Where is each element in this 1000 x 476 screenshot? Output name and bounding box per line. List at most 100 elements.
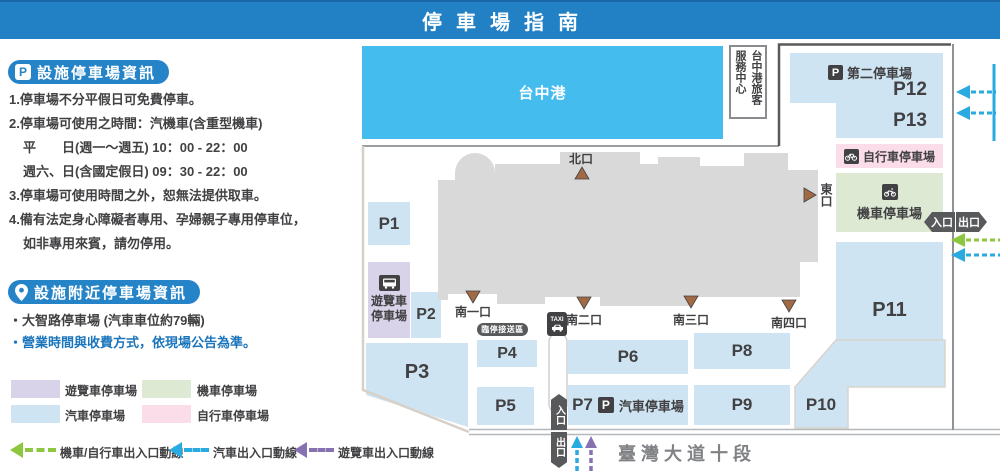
lot-p10-label: P10 [805, 395, 837, 414]
flow-arrow-bus [294, 442, 334, 458]
bus-lot-label-2: 停車場 [370, 309, 407, 323]
lot-p5-label: P5 [495, 396, 516, 415]
bus-icon [378, 275, 400, 291]
arrow-head-icon [10, 442, 23, 458]
legend-label-bus: 遊覽車停車場 [65, 384, 138, 398]
north-gate-label: 北口 [568, 152, 593, 166]
flow-label-moto-bike: 機車/自行車出入口動線 [60, 446, 184, 460]
lot-p8: P8 [694, 333, 790, 369]
legend-swatch-bike [142, 405, 191, 423]
lot-p7-car-parking: P7 P 汽車停車場 [568, 385, 688, 425]
facility-info-list: 1.停車場不分平假日可免費停車。 2.停車場可使用之時間：汽機車(含重型機車) … [9, 88, 306, 256]
lot-p11: P11 [836, 242, 943, 340]
east-gate-label: 東口 [819, 183, 833, 207]
legend-label-car: 汽車停車場 [65, 409, 126, 423]
bus-lot-label-1: 遊覽車 [370, 294, 407, 308]
flow-arrow-car [169, 442, 209, 458]
car-flow-arrow-2 [956, 106, 970, 120]
car-lot-label: 汽車停車場 [618, 398, 684, 414]
lot-p1-label: P1 [378, 213, 400, 233]
moto-flow-arrow-east [951, 233, 965, 247]
nearby-info-header: 設施附近停車場資訊 [8, 280, 201, 304]
lot-p3-label: P3 [404, 361, 430, 383]
lot-p9: P9 [694, 385, 790, 425]
lot-p13-label: P13 [893, 110, 927, 131]
facility-info-header: P 設施停車場資訊 [8, 60, 170, 84]
flow-arrow-moto-bike [10, 442, 56, 458]
facility-hours-weekday: 平 日(週一～週五) 10：00 - 22：00 [23, 140, 248, 155]
north-gate-marker [574, 166, 590, 180]
boulevard-road-label: 臺灣大道十段 [618, 444, 756, 464]
car-flow-arrow-south [571, 436, 583, 448]
lot-p4: P4 [477, 340, 537, 367]
south-exit-badge: 出口 [551, 432, 567, 468]
arrow-tail [25, 448, 56, 452]
facility-rule-1: 1.停車場不分平假日可免費停車。 [9, 92, 202, 107]
bicycle-icon [843, 148, 859, 164]
nearby-lot-line: ・大智路停車場 (汽車車位約79輛) [9, 313, 205, 328]
building-shape [438, 152, 818, 306]
bicycle-parking-lot: 自行車停車場 [836, 144, 943, 168]
south-gate-3-marker [683, 295, 699, 309]
south-gate-1-label: 南一口 [454, 305, 491, 319]
arrow-tail [184, 448, 209, 452]
car-flow-arrow-1 [956, 85, 970, 99]
dropoff-zone-badge: 臨停接送區 [477, 323, 528, 336]
lot-p6: P6 [568, 340, 688, 374]
east-entrance-badge: 入口 [924, 212, 955, 232]
arrow-tail [309, 448, 334, 452]
lot-p2: P2 [411, 292, 441, 338]
facility-rule-4b: 如非專用來賓，請勿停用。 [23, 236, 180, 251]
location-pin-icon [15, 283, 28, 301]
south-gate-4-label: 南四口 [770, 316, 807, 330]
taxi-stand-badge: TAXI [547, 312, 567, 336]
bus-parking-lot: 遊覽車 停車場 [368, 262, 410, 338]
visitor-service-center: 台中港旅客 服務中心 [729, 45, 767, 119]
lot-p7-label: P7 [572, 395, 593, 414]
south-entrance-badge: 入口 [551, 394, 567, 430]
lot-p9-label: P9 [731, 395, 753, 414]
south-gate-2-marker [576, 296, 592, 310]
parking-icon: P [15, 64, 31, 80]
legend-swatch-moto [142, 380, 191, 398]
page-title: 停車場指南 [422, 12, 592, 34]
south-gate-3-label: 南三口 [672, 313, 709, 327]
car-flow-arrow-east [951, 248, 965, 262]
facility-rule-2: 2.停車場可使用之時間：汽機車(含重型機車) [9, 116, 263, 131]
east-exit-badge: 出口 [956, 212, 987, 232]
facility-hours-weekend: 週六、日(含國定假日) 09：30 - 22：00 [23, 164, 248, 179]
south-gate-4-marker [781, 299, 797, 313]
arrow-head-icon [169, 442, 182, 458]
taxi-label: TAXI [550, 316, 564, 323]
east-gate-marker [803, 187, 817, 203]
flow-label-car: 汽車出入口動線 [213, 446, 298, 460]
lot-p3: P3 [366, 343, 468, 427]
lot-p4-label: P4 [497, 344, 517, 362]
moto-lot-label: 機車停車場 [856, 205, 922, 221]
flow-label-bus: 遊覽車出入口動線 [338, 446, 435, 460]
nearby-notice-line: ・營業時間與收費方式，依現場公告為準。 [9, 335, 257, 350]
south-gate-2-label: 南二口 [565, 313, 602, 327]
lot-p12-label: P12 [893, 79, 927, 100]
bus-flow-arrow-south [585, 436, 597, 448]
motorcycle-icon [881, 183, 898, 200]
service-center-col2: 服務中心 [734, 50, 746, 94]
nearby-info-title: 設施附近停車場資訊 [34, 284, 188, 302]
south-gate-1-marker [465, 290, 481, 304]
parking-icon: P [828, 65, 843, 80]
lot-p2-label: P2 [416, 306, 436, 323]
bike-lot-label: 自行車停車場 [862, 149, 935, 164]
lot-p11-label: P11 [872, 299, 907, 321]
legend-swatch-car [11, 405, 60, 423]
legend-label-bike: 自行車停車場 [197, 409, 270, 423]
header-bar: 停車場指南 [0, 0, 1000, 39]
nearby-info-list: ・大智路停車場 (汽車車位約79輛) ・營業時間與收費方式，依現場公告為準。 [9, 310, 256, 354]
arrow-head-icon [294, 442, 307, 458]
taxi-car-icon [551, 324, 563, 332]
port-label: 台中港 [518, 85, 567, 102]
port-area: 台中港 [362, 46, 723, 139]
facility-info-title: 設施停車場資訊 [37, 64, 157, 82]
legend-label-moto: 機車停車場 [197, 384, 258, 398]
facility-rule-4: 4.備有法定身心障礙者專用、孕婦親子專用停車位， [9, 212, 306, 227]
